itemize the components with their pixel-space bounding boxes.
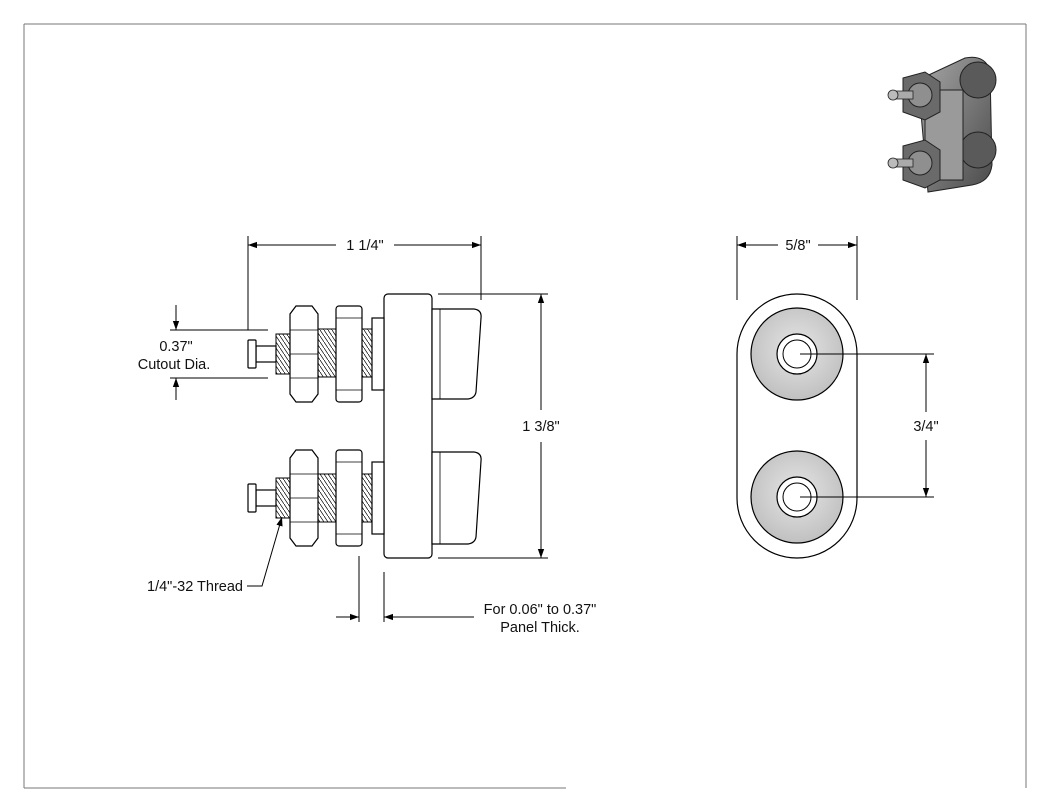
stud-top: [247, 305, 385, 403]
callout-thread: 1/4"-32 Thread: [147, 516, 283, 595]
base-body: [383, 293, 433, 559]
dim-overall-height: 1 3/8": [438, 293, 560, 559]
washer-top: [335, 305, 363, 403]
sheet-frame: [23, 23, 1027, 789]
stud-bottom: [247, 449, 385, 547]
front-view: [736, 293, 858, 559]
dim-panel-thickness: For 0.06" to 0.37" Panel Thick.: [336, 556, 596, 636]
dim-cutout: 0.37" Cutout Dia.: [138, 305, 268, 400]
side-view: [247, 293, 482, 559]
boot-top: [431, 308, 482, 400]
dim-cutout-value: 0.37": [159, 339, 192, 355]
isometric-terminal-block-icon: [887, 56, 997, 193]
washer-bottom: [335, 449, 363, 547]
dim-base-width: 5/8": [736, 236, 858, 300]
dim-panel-line1: For 0.06" to 0.37": [484, 602, 597, 618]
callout-thread-label: 1/4"-32 Thread: [147, 579, 243, 595]
dim-stud-spacing: 3/4": [800, 353, 939, 498]
boot-bottom: [431, 451, 482, 545]
dim-stud-spacing-label: 3/4": [913, 419, 938, 435]
panel-collar-bottom: [371, 461, 385, 535]
dim-overall-height-label: 1 3/8": [522, 419, 559, 435]
dim-cutout-label: Cutout Dia.: [138, 357, 211, 373]
dim-base-width-label: 5/8": [785, 238, 810, 254]
dim-overall-width-label: 1 1/4": [346, 238, 383, 254]
dim-panel-line2: Panel Thick.: [500, 620, 580, 636]
panel-collar-top: [371, 317, 385, 391]
dim-overall-width: 1 1/4": [247, 236, 482, 330]
